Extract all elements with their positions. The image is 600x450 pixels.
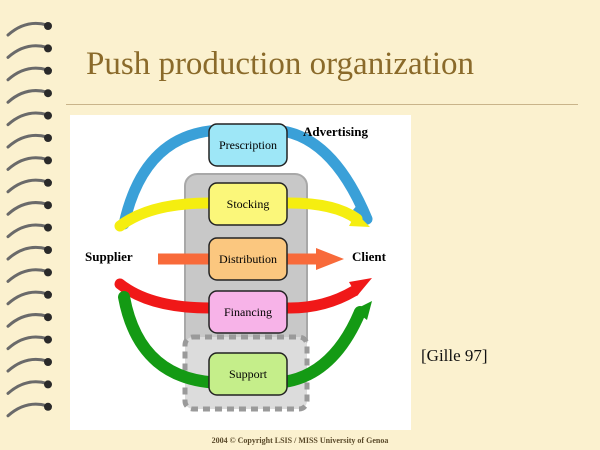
- citation: [Gille 97]: [421, 346, 488, 365]
- binding-ring: [6, 380, 52, 395]
- binding-ring: [6, 313, 52, 328]
- box-stocking-label: Stocking: [227, 197, 270, 211]
- box-prescription: Prescription: [208, 123, 288, 167]
- binding-ring: [6, 21, 52, 37]
- box-support-label: Support: [229, 367, 268, 381]
- box-financing-label: Financing: [224, 305, 272, 319]
- binding-ring: [6, 111, 52, 127]
- binding-ring: [6, 133, 52, 149]
- advertising-label: Advertising: [303, 124, 369, 139]
- binding-ring: [6, 357, 52, 373]
- push-production-diagram: Prescription Stocking Distribution Finan…: [70, 115, 411, 430]
- slide-title: Push production organization: [86, 46, 475, 82]
- binding-ring: [6, 156, 52, 171]
- box-prescription-label: Prescription: [219, 138, 277, 152]
- binding-ring: [6, 201, 52, 216]
- binding-ring: [6, 335, 52, 351]
- supplier-label: Supplier: [85, 249, 133, 264]
- box-support: Support: [208, 352, 288, 396]
- spiral-binding-rings: [6, 21, 52, 418]
- box-stocking: Stocking: [208, 182, 288, 226]
- client-label: Client: [352, 249, 387, 264]
- binding-ring: [6, 89, 52, 104]
- binding-ring: [6, 402, 52, 418]
- binding-ring: [6, 66, 52, 82]
- binding-ring: [6, 44, 52, 59]
- binding-ring: [6, 268, 52, 283]
- box-distribution: Distribution: [208, 237, 288, 281]
- box-financing: Financing: [208, 290, 288, 334]
- binding-ring: [6, 290, 52, 306]
- title-divider: [66, 104, 578, 105]
- slide-footer: 2004 © Copyright LSIS / MISS University …: [211, 436, 389, 445]
- box-distribution-label: Distribution: [219, 252, 277, 266]
- binding-ring: [6, 178, 52, 194]
- binding-ring: [6, 245, 52, 261]
- binding-ring: [6, 223, 52, 239]
